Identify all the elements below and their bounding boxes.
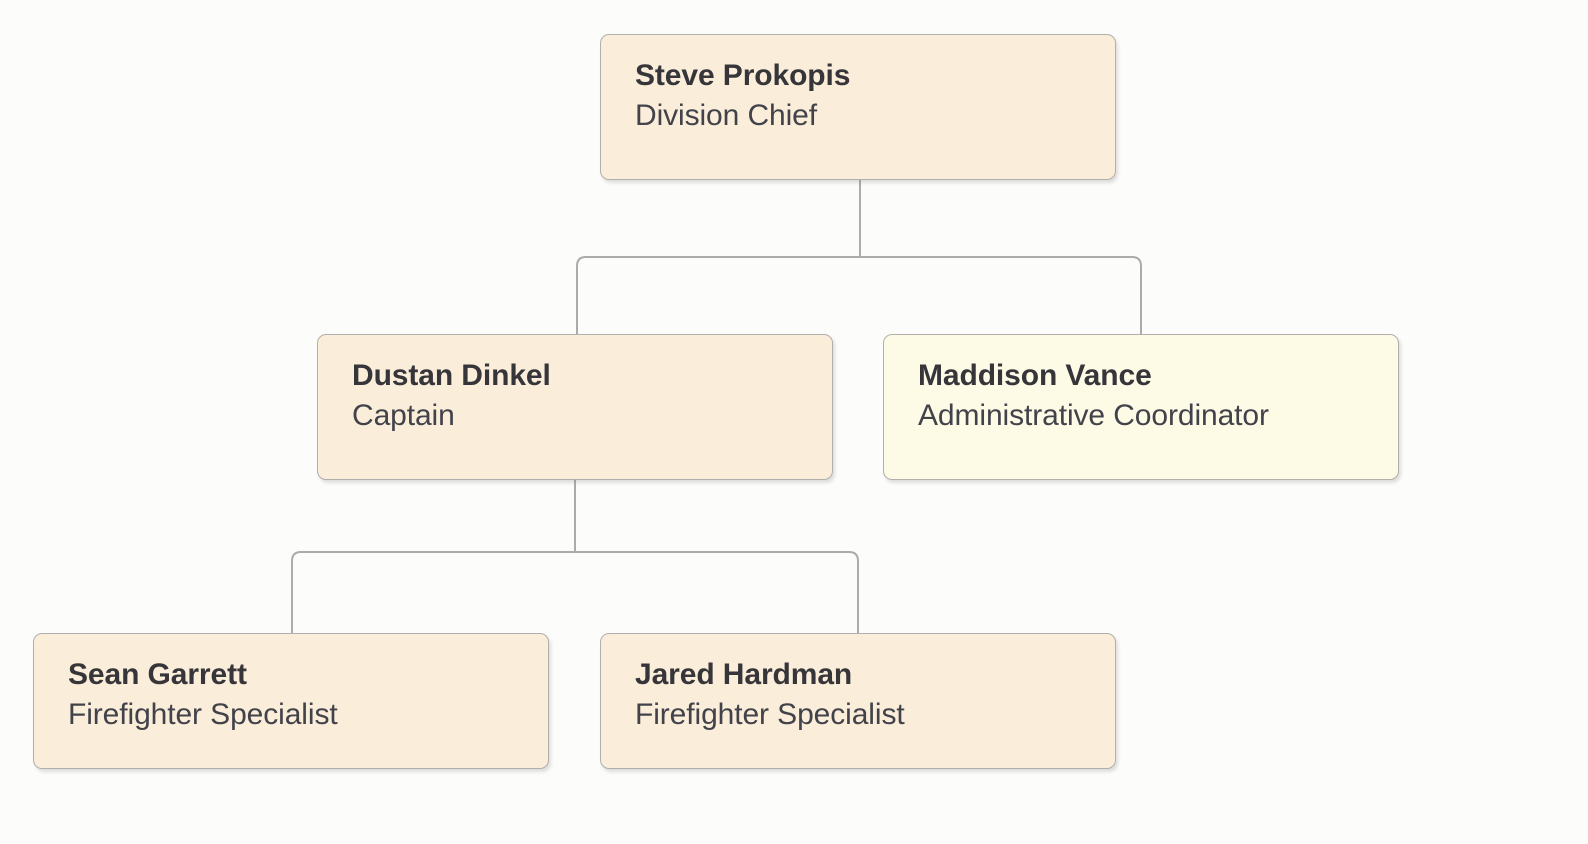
org-node-title: Administrative Coordinator bbox=[918, 399, 1269, 433]
connector-branch-steve-to-children-0 bbox=[576, 256, 861, 335]
org-node-title: Division Chief bbox=[635, 99, 817, 133]
org-node-name: Sean Garrett bbox=[68, 658, 247, 691]
org-node-title: Firefighter Specialist bbox=[635, 698, 905, 732]
connector-branch-dustan-to-children-0 bbox=[291, 551, 576, 634]
org-node-name: Jared Hardman bbox=[635, 658, 853, 691]
org-node-name: Steve Prokopis bbox=[635, 59, 851, 92]
connector-branch-dustan-to-children-1 bbox=[574, 551, 859, 634]
org-node-name: Dustan Dinkel bbox=[352, 359, 551, 392]
org-node-name: Maddison Vance bbox=[918, 359, 1152, 392]
org-node-title: Firefighter Specialist bbox=[68, 698, 338, 732]
connector-branch-steve-to-children-1 bbox=[859, 256, 1142, 335]
org-node-title: Captain bbox=[352, 399, 455, 433]
